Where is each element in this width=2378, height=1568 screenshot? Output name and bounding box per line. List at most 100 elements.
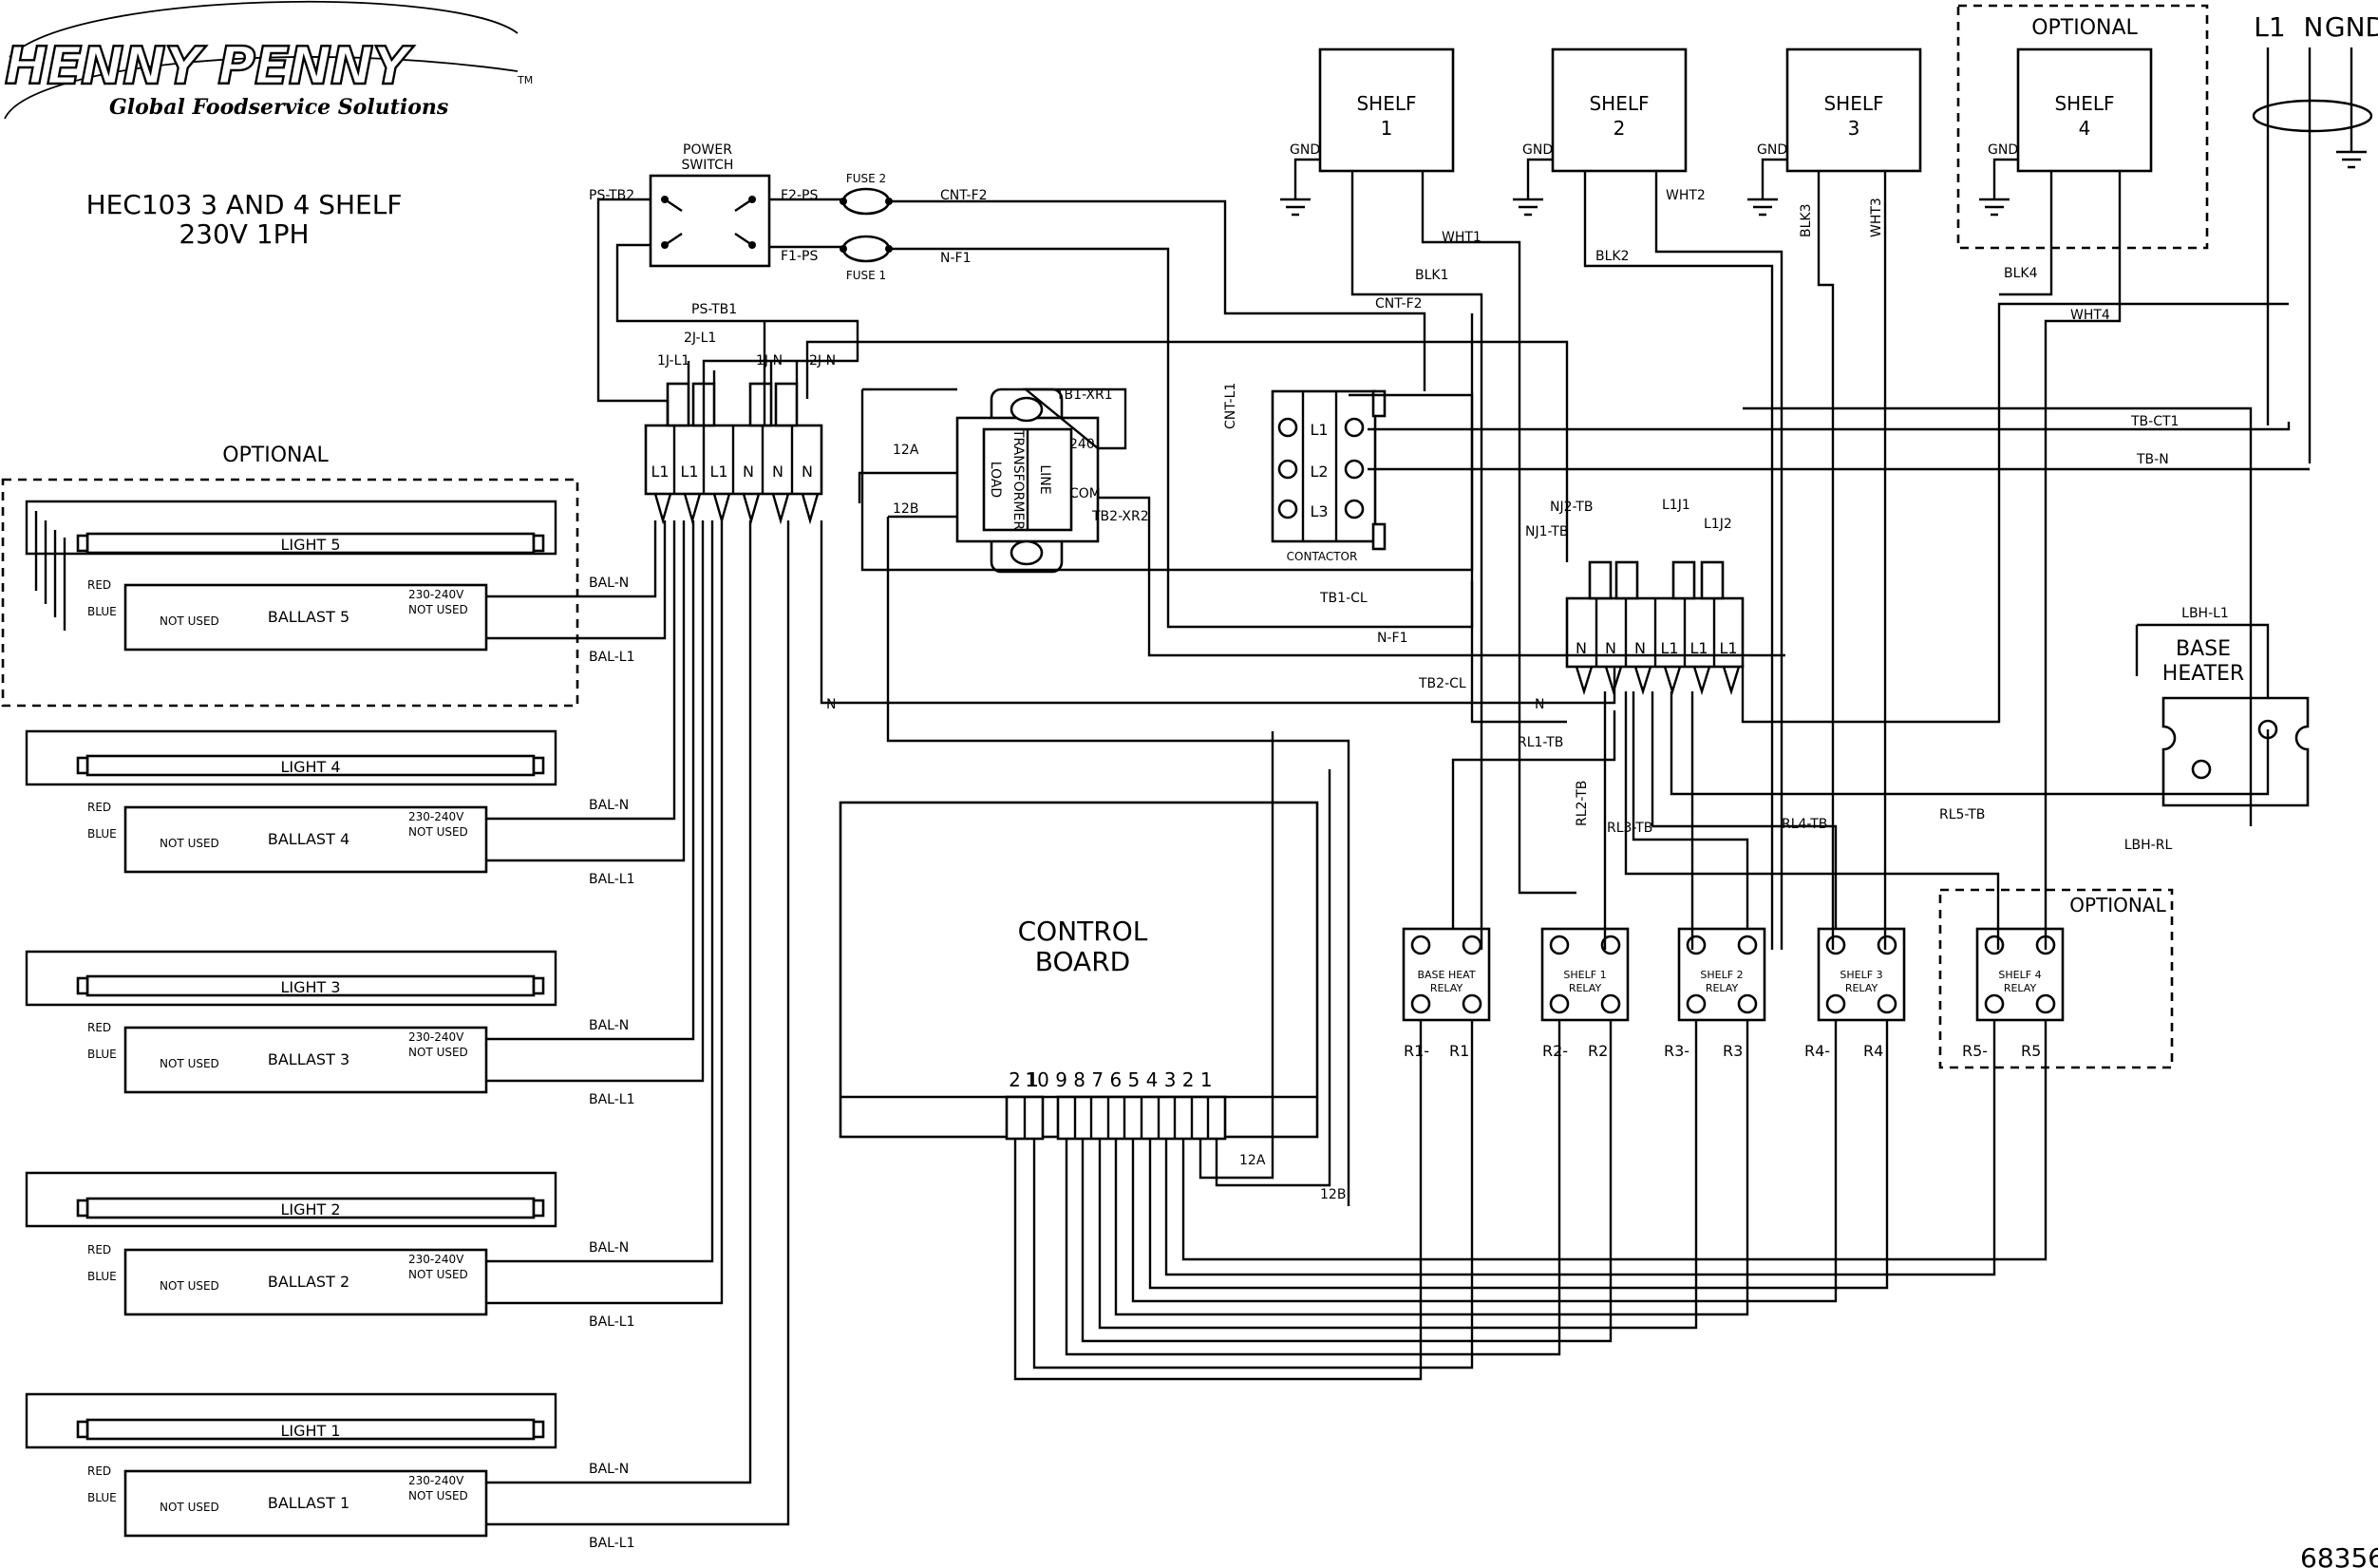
ballast-5-red: RED — [87, 578, 111, 592]
light-5-optional-label: OPTIONAL — [222, 444, 329, 467]
wire-12b: 12B — [893, 501, 918, 517]
tb2-slot-2: N — [1605, 639, 1616, 657]
ballast-1-label: BALLAST 1 — [268, 1494, 349, 1512]
tb1-slot-4: N — [743, 463, 754, 481]
tb1-slot-5: N — [772, 463, 783, 481]
ballast-4-label: BALLAST 4 — [268, 830, 349, 848]
ballast-2-blue: BLUE — [87, 1270, 117, 1283]
ballast-feed-wires: BAL-N BAL-L1 BAL-N BAL-L1 BAL-N BAL-L1 B… — [486, 520, 790, 1551]
control-board-line2: BOARD — [1035, 946, 1130, 977]
shelf-1-gnd: GND — [1290, 142, 1320, 158]
bal-n-2: BAL-N — [589, 1240, 629, 1256]
supply-n: N — [2304, 11, 2324, 43]
wire-tb1-xr1: TB1-XR1 — [1055, 387, 1113, 403]
tb2-slot-4: L1 — [1660, 639, 1678, 657]
ballast-4-volt: 230-240V — [408, 810, 464, 823]
shelf-2-number: 2 — [1614, 117, 1626, 140]
contactor-label: CONTACTOR — [1287, 550, 1358, 563]
ballast-5-volt: 230-240V — [408, 588, 464, 601]
logo-tm: TM — [517, 74, 533, 86]
light-2-label: LIGHT 2 — [280, 1200, 340, 1219]
fuse-1-label: FUSE 1 — [846, 269, 886, 282]
main-wiring — [596, 171, 2310, 1206]
ballast-4-blue: BLUE — [87, 827, 117, 841]
bal-n-1: BAL-N — [589, 1462, 629, 1477]
ballast-1-blue: BLUE — [87, 1491, 117, 1504]
tb1-slot-3: L1 — [709, 463, 727, 481]
control-board-pins-left: 2 1 — [1009, 1068, 1039, 1091]
fuse-1: FUSE 1 — [840, 235, 893, 282]
relay-3-line1: SHELF 2 — [1700, 969, 1743, 981]
ballast-3-not-used-r: NOT USED — [408, 1046, 468, 1059]
light-3-label: LIGHT 3 — [280, 978, 340, 996]
shelf-4: OPTIONAL SHELF 4 GND — [1956, 4, 2209, 250]
relay-5-line1: SHELF 4 — [1998, 969, 2041, 981]
ballast-4-red: RED — [87, 801, 111, 814]
relay-2-pos: R2 — [1588, 1042, 1608, 1060]
relay-shelf-1: SHELF 1 RELAY R2- R2 — [1540, 927, 1630, 1060]
wire-n-left: N — [826, 697, 836, 712]
power-supply-terminals: L1 N GND — [2252, 11, 2378, 463]
bal-l1-5: BAL-L1 — [589, 650, 635, 665]
shelf-3: SHELF 3 GND — [1757, 47, 1922, 173]
tb1-slot-1: L1 — [651, 463, 669, 481]
wire-tb2-xr2: TB2-XR2 — [1091, 509, 1149, 524]
wire-rl3-tb: RL3-TB — [1607, 821, 1652, 836]
relay-3-neg: R3- — [1664, 1042, 1689, 1060]
bal-n-3: BAL-N — [589, 1018, 629, 1033]
ballast-1-not-used-r: NOT USED — [408, 1489, 468, 1502]
ballast-1-red: RED — [87, 1464, 111, 1478]
ballast-5-blue: BLUE — [87, 605, 117, 618]
relay-2-line1: SHELF 1 — [1563, 969, 1606, 981]
relay-3-line2: RELAY — [1706, 982, 1739, 994]
wire-f2-ps: F2-PS — [781, 188, 818, 203]
wire-rl1-tb: RL1-TB — [1518, 735, 1563, 750]
wire-f1-ps: F1-PS — [781, 249, 818, 264]
relay-1-line1: BASE HEAT — [1417, 969, 1475, 981]
ballast-3-blue: BLUE — [87, 1048, 117, 1061]
wire-wht4: WHT4 — [2070, 308, 2110, 323]
fuse-2: FUSE 2 — [840, 172, 893, 216]
wire-wht1: WHT1 — [1442, 230, 1482, 245]
shelf-1: SHELF 1 GND — [1290, 47, 1455, 173]
tb2-slot-5: L1 — [1689, 639, 1708, 657]
ballast-3-volt: 230-240V — [408, 1030, 464, 1044]
bal-l1-4: BAL-L1 — [589, 872, 635, 887]
terminal-block-1: L1 L1 L1 N N N — [644, 382, 823, 525]
wire-cnt-f2b: CNT-F2 — [1375, 296, 1423, 312]
transformer-load-label: LOAD — [988, 462, 1003, 498]
fuse-2-label: FUSE 2 — [846, 172, 886, 185]
wire-rl5-tb: RL5-TB — [1939, 807, 1985, 822]
shelf-4-optional-label: OPTIONAL — [2031, 16, 2138, 40]
transformer-com-label: COM — [1069, 486, 1101, 501]
power-switch-label1: POWER — [683, 142, 732, 158]
wire-nj1-tb: NJ1-TB — [1525, 524, 1568, 539]
ballast-5-not-used-r: NOT USED — [408, 603, 468, 616]
ballast-5-label: BALLAST 5 — [268, 608, 349, 626]
wire-n-right: N — [1535, 697, 1544, 712]
shelf-3-gnd: GND — [1757, 142, 1787, 158]
logo-tagline: Global Foodservice Solutions — [109, 95, 448, 120]
shelf-2-name: SHELF — [1589, 92, 1649, 115]
relay-shelf-4: OPTIONAL SHELF 4 RELAY R5- R5 — [1938, 888, 2174, 1069]
terminal-block-2: N N N L1 L1 L1 — [1565, 560, 1745, 696]
wire-cnt-f2: CNT-F2 — [940, 188, 988, 203]
relay-4-optional-label: OPTIONAL — [2069, 894, 2166, 916]
tb2-slot-6: L1 — [1719, 639, 1737, 657]
wire-2j-n: 2J-N — [809, 353, 836, 368]
tb1-slot-2: L1 — [680, 463, 698, 481]
control-board-pins-right: 10 9 8 7 6 5 4 3 2 1 — [1025, 1068, 1212, 1091]
ballast-3-label: BALLAST 3 — [268, 1050, 349, 1068]
relay-3-pos: R3 — [1723, 1042, 1743, 1060]
wire-blk3: BLK3 — [1799, 204, 1814, 238]
supply-gnd: GND — [2325, 11, 2378, 43]
ballast-4-not-used: NOT USED — [160, 837, 219, 850]
lbh-l1-label: LBH-L1 — [2181, 606, 2229, 621]
light-1-label: LIGHT 1 — [280, 1422, 340, 1440]
relay-1-pos: R1 — [1449, 1042, 1469, 1060]
ballast-5-not-used: NOT USED — [160, 614, 219, 628]
transformer-label: TRANSFORMER — [1010, 428, 1026, 530]
wire-tb-ct1: TB-CT1 — [2130, 414, 2179, 429]
light-ballast-2: LIGHT 2 BALLAST 2 RED BLUE NOT USED 230-… — [25, 1171, 557, 1316]
light-ballast-1: LIGHT 1 BALLAST 1 RED BLUE NOT USED 230-… — [25, 1392, 557, 1538]
